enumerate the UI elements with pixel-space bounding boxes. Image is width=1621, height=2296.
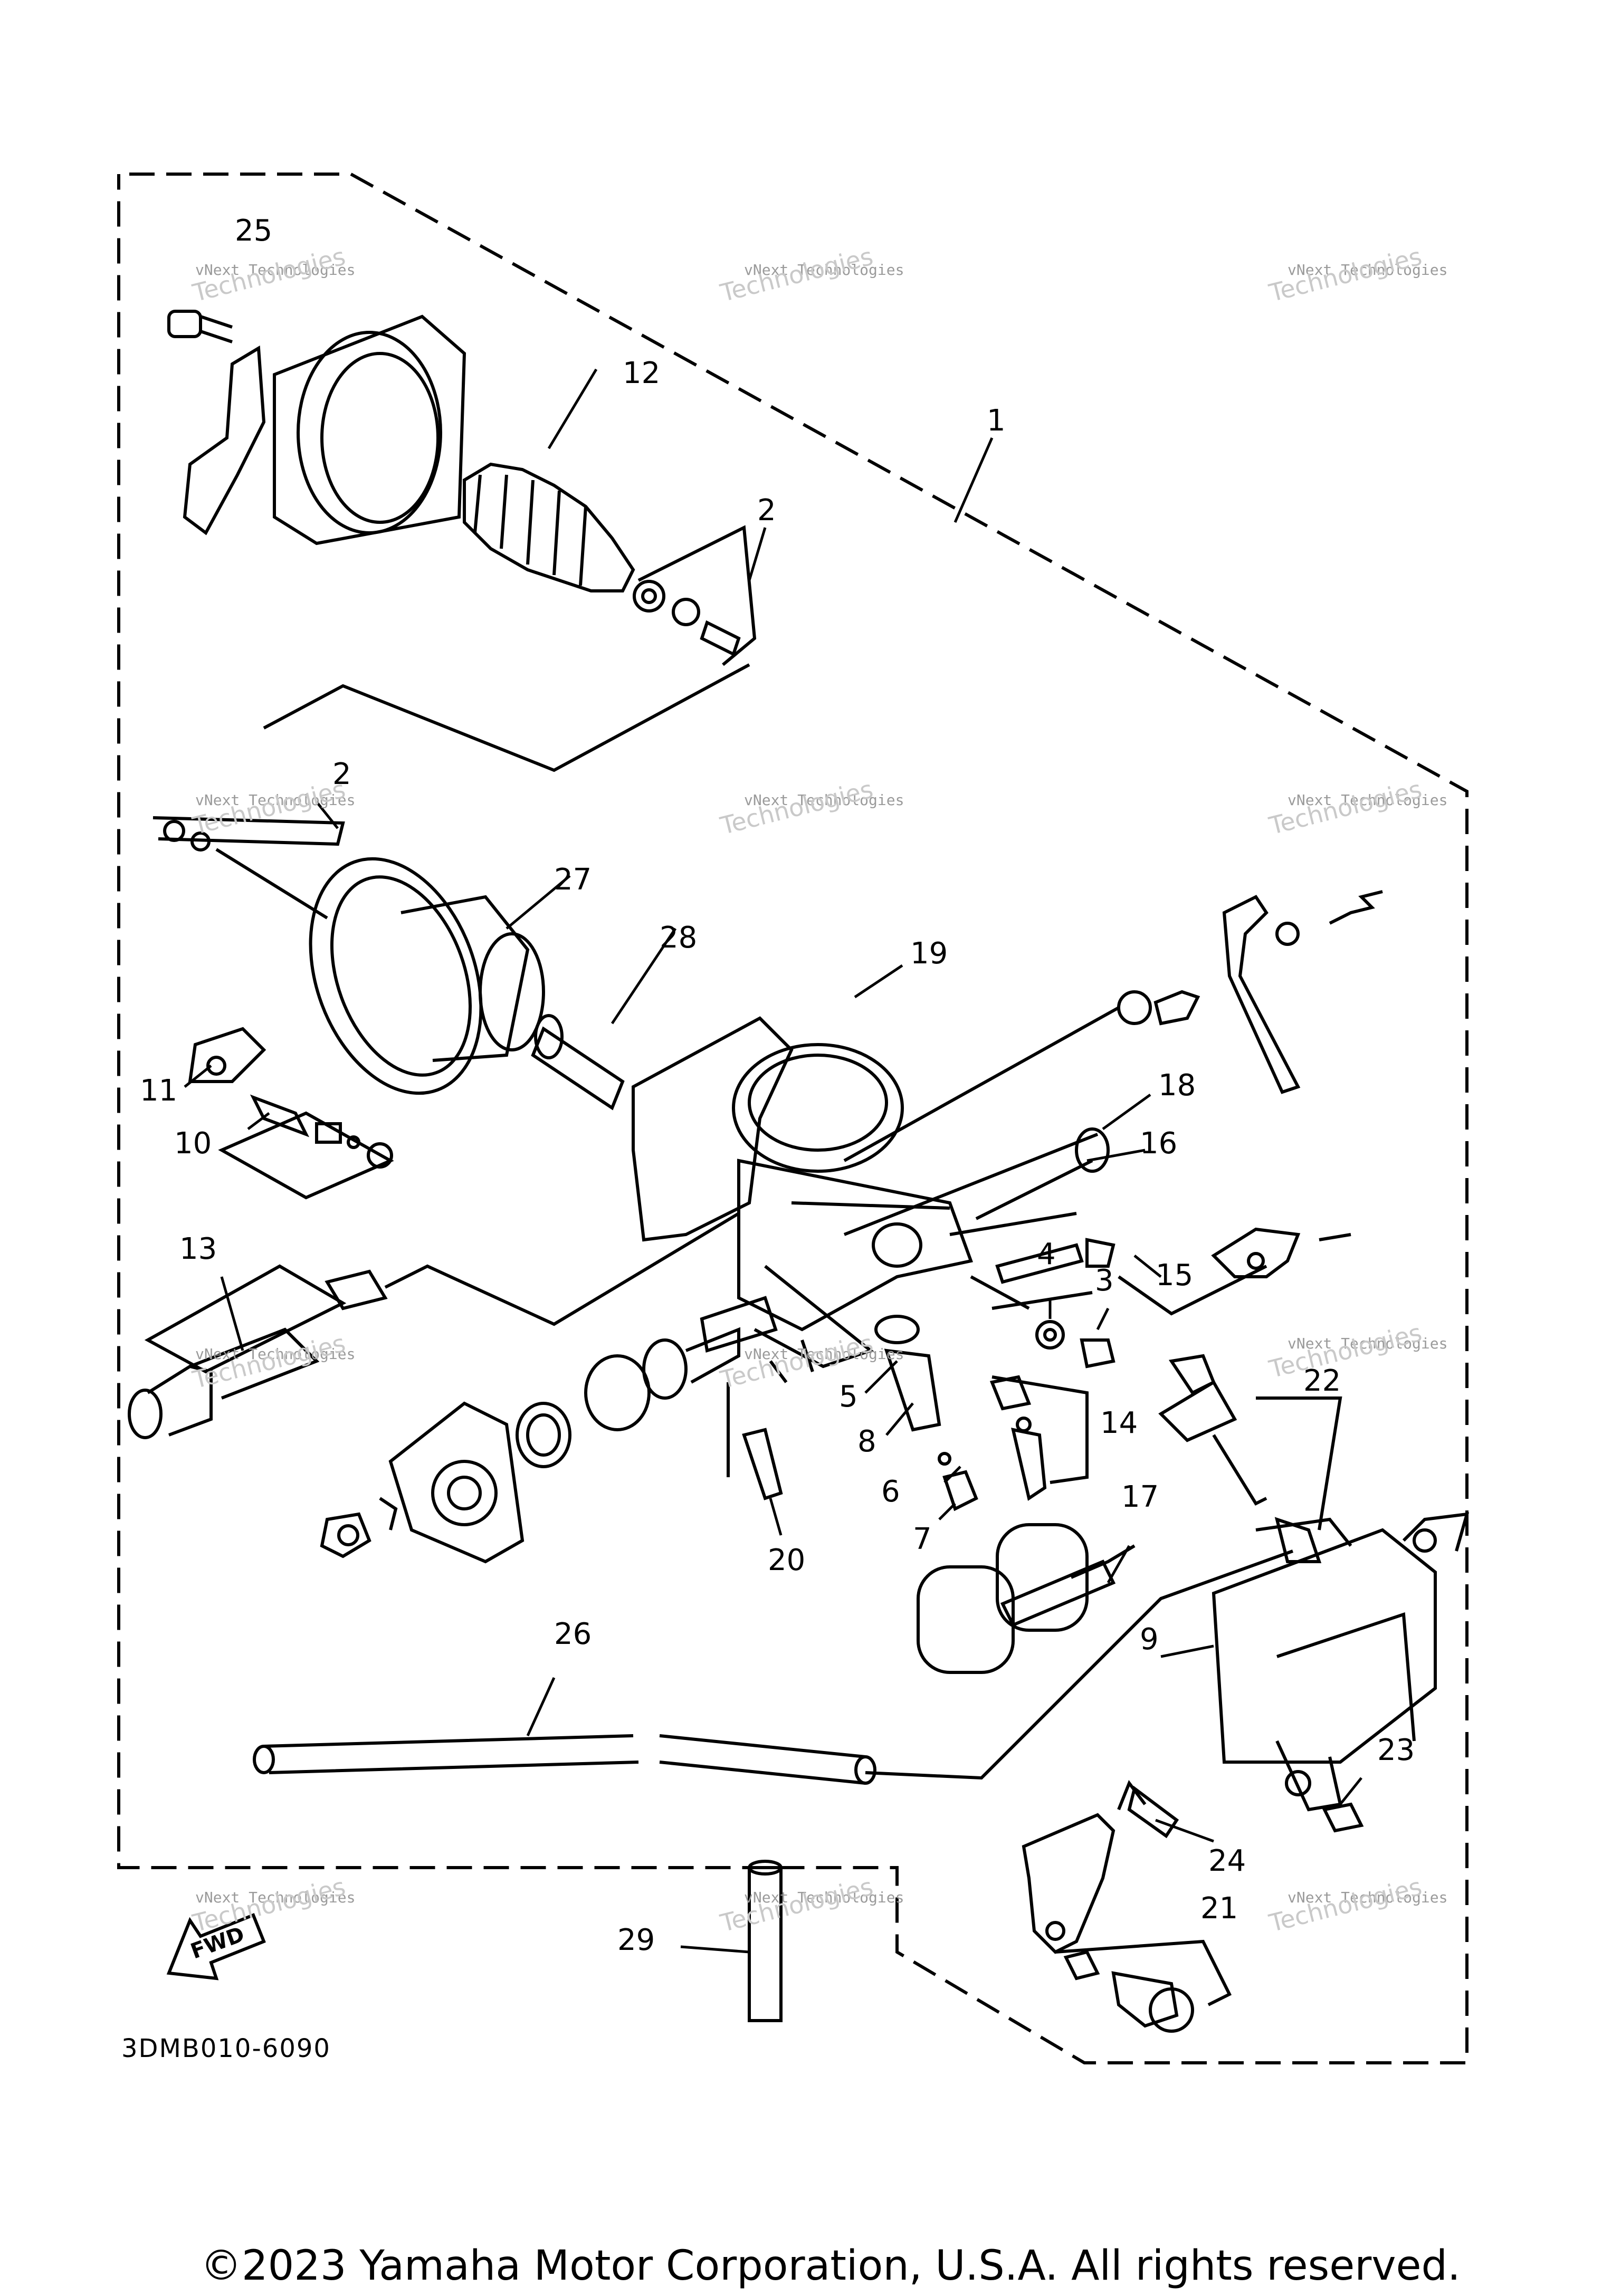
part-28-guide <box>531 1014 625 1111</box>
part-10-screw-set <box>218 1094 394 1200</box>
callout-23: 23 <box>1377 1733 1415 1767</box>
part-12-flange <box>183 314 466 546</box>
leader-lines-13 <box>384 1212 740 1326</box>
part-14-needle-valve <box>989 1375 1089 1501</box>
part-4-3-screws <box>970 1275 1115 1369</box>
callout-26: 26 <box>554 1617 592 1651</box>
callout-27: 27 <box>554 863 592 897</box>
callout-2: 2 <box>332 757 351 791</box>
callout-leaders <box>184 368 1362 1954</box>
watermark-text: vNext Technologies <box>744 1345 904 1363</box>
part-5-8-jets <box>874 1315 978 1511</box>
callout-9: 9 <box>1140 1622 1159 1657</box>
part-2-needle-set-top <box>633 525 757 666</box>
carburetor-body <box>632 1016 973 1383</box>
part-20-jet <box>727 1382 783 1500</box>
callout-25: 25 <box>235 214 273 248</box>
callout-14: 14 <box>1100 1406 1138 1440</box>
part-26-hose <box>253 1734 876 1785</box>
callout-2: 2 <box>757 493 776 528</box>
callout-18: 18 <box>1158 1068 1196 1103</box>
callout-3: 3 <box>1095 1264 1114 1298</box>
leader-lines <box>263 663 750 772</box>
watermark-text: vNext Technologies <box>1288 1889 1448 1906</box>
part-23-screw <box>1322 1802 1364 1833</box>
watermark-text: vNext Technologies <box>195 1345 356 1363</box>
callout-8: 8 <box>857 1424 876 1459</box>
callout-17: 17 <box>1121 1480 1159 1514</box>
callout-11: 11 <box>140 1074 178 1108</box>
callout-13: 13 <box>179 1232 217 1266</box>
callout-4: 4 <box>1037 1237 1056 1271</box>
watermark-text: vNext Technologies <box>195 791 356 809</box>
throttle-plate <box>320 1401 525 1564</box>
assembly-boundary <box>117 173 1469 2064</box>
part-2-jet-needle <box>152 816 345 920</box>
starter-spring <box>516 1327 740 1468</box>
fwd-arrow-icon <box>166 1913 266 1981</box>
callout-19: 19 <box>910 936 948 971</box>
part-12-spring <box>463 462 635 592</box>
part-27-diaphragm <box>309 857 545 1095</box>
part-13-starter <box>128 1264 388 1439</box>
callout-16: 16 <box>1140 1126 1178 1161</box>
callout-28: 28 <box>660 921 698 955</box>
copyright-notice: ©2023 Yamaha Motor Corporation, U.S.A. A… <box>201 2242 1461 2290</box>
callout-21: 21 <box>1200 1891 1238 1926</box>
callout-6: 6 <box>881 1475 900 1509</box>
part-11-plate <box>188 1027 266 1083</box>
watermark-text: vNext Technologies <box>195 1889 356 1906</box>
part-25-screw <box>167 310 233 343</box>
callout-5: 5 <box>839 1380 858 1414</box>
part-24-bracket <box>1022 1780 1179 1954</box>
callout-22: 22 <box>1303 1364 1341 1398</box>
callout-29: 29 <box>617 1923 655 1957</box>
callout-1: 1 <box>987 404 1006 438</box>
part-18-16-15 <box>843 1127 1351 1316</box>
part-21-screw <box>1055 1939 1232 2033</box>
part-22-screw <box>1158 1354 1342 1563</box>
callout-15: 15 <box>1156 1258 1194 1293</box>
watermark-text: vNext Technologies <box>744 1889 904 1906</box>
part-9-float-bowl <box>1212 1512 1470 1812</box>
part-17-float <box>917 1523 1136 1674</box>
watermark-text: vNext Technologies <box>1288 791 1448 809</box>
part-29-hose <box>748 1860 783 2022</box>
watermark-text: vNext Technologies <box>195 261 356 279</box>
callout-20: 20 <box>768 1543 806 1577</box>
watermark-text: vNext Technologies <box>1288 1335 1448 1352</box>
callout-24: 24 <box>1208 1844 1246 1878</box>
watermark-text: vNext Technologies <box>744 261 904 279</box>
watermark-text: vNext Technologies <box>744 791 904 809</box>
bracket-top-right <box>843 890 1383 1162</box>
callout-7: 7 <box>913 1522 932 1556</box>
callout-12: 12 <box>623 356 661 390</box>
diagram-code: 3DMB010-6090 <box>121 2034 331 2063</box>
leader-line-26 <box>865 1549 1294 1780</box>
watermark-text: vNext Technologies <box>1288 261 1448 279</box>
callout-10: 10 <box>174 1126 212 1161</box>
